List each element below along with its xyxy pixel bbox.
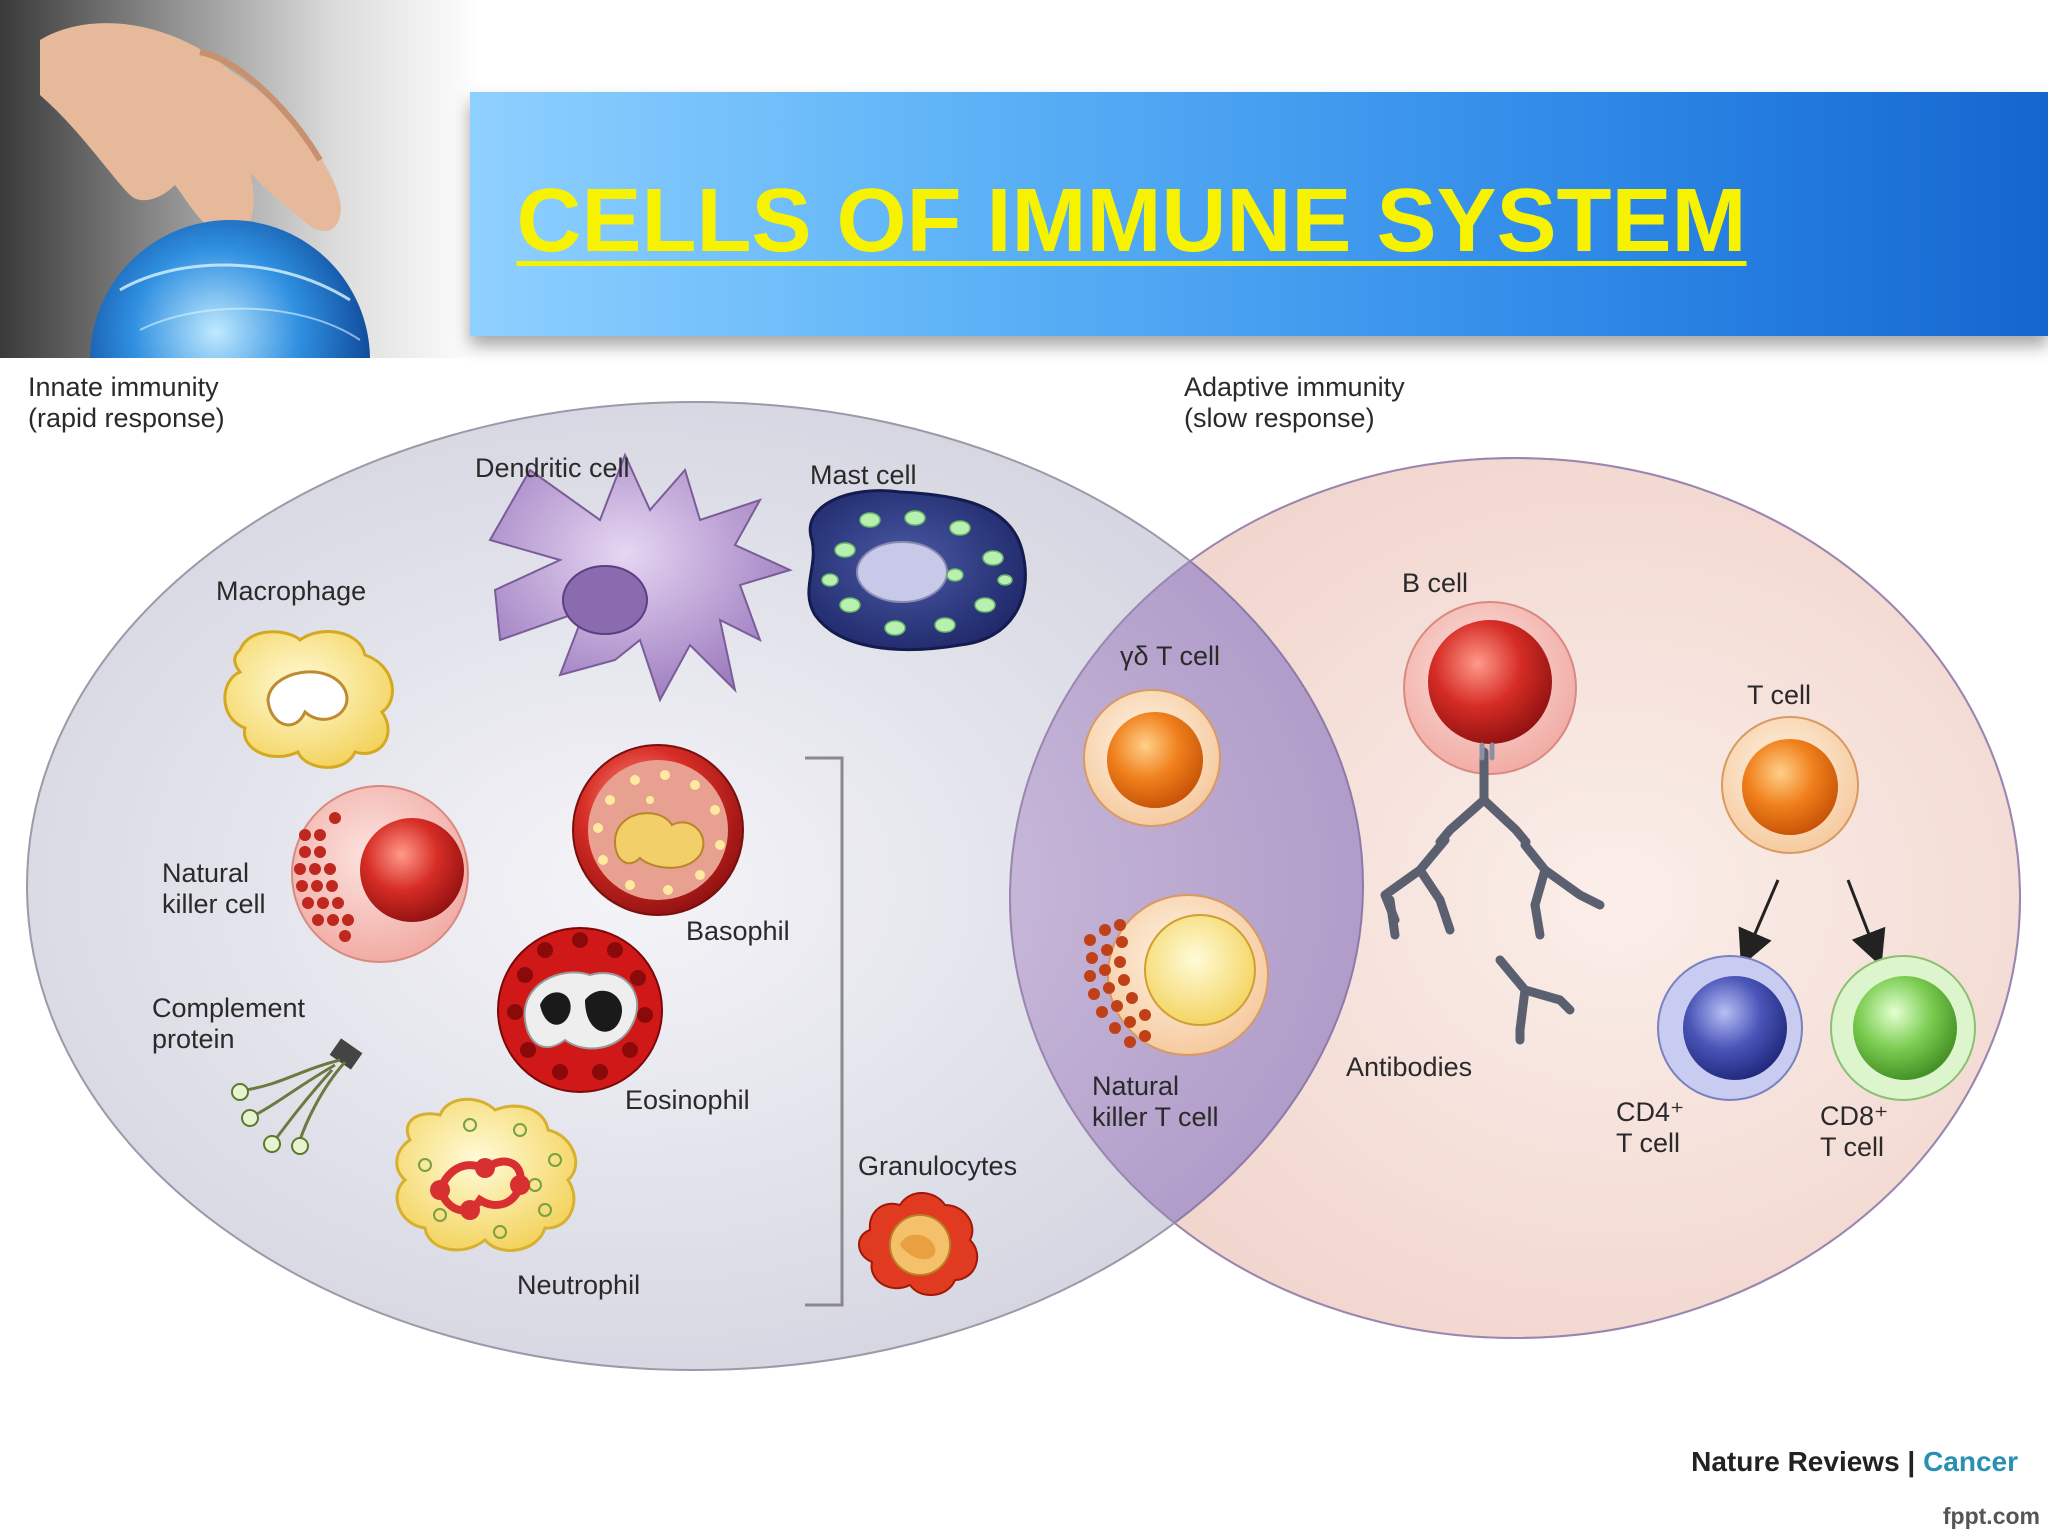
eosinophil-icon [497,927,663,1093]
mast-cell-label: Mast cell [810,460,917,490]
natural-killer-t-cell-icon [1084,894,1269,1056]
journal-section: Cancer [1923,1446,2018,1477]
basophil-icon [572,744,744,916]
dendritic-cell-icon [488,452,793,703]
macrophage-icon [223,630,394,769]
granulocytes-label: Granulocytes [858,1151,1018,1181]
t-cell-label: T cell [1747,680,1812,710]
basophil-label: Basophil [686,916,790,946]
cd8-t-cell-icon [1830,955,1976,1101]
journal-name: Nature Reviews [1691,1446,1900,1477]
b-cell-icon [1403,601,1577,775]
natural-killer-cell-icon [291,785,469,963]
innate-immunity-label: Innate immunity (rapid response) [28,372,225,433]
complement-protein-label: Complement protein [152,993,306,1054]
title-banner [470,92,2048,336]
neutrophil-label: Neutrophil [517,1270,641,1300]
gamma-delta-t-cell-label: γδ T cell [1120,641,1221,671]
source-credit: Nature Reviews | Cancer [1691,1446,2018,1478]
arrow-to-cd4 [1738,879,1780,967]
granulocytes-bracket [805,756,844,1307]
natural-killer-cell-label: Natural killer cell [162,858,266,919]
hand-globe-photo [0,0,480,358]
cd4-t-cell-icon [1657,955,1803,1101]
mast-cell-icon [807,489,1027,652]
cd8-t-cell-label: CD8⁺ T cell [1820,1101,1889,1162]
granulocyte-icon [858,1192,979,1297]
complement-protein-icon [231,1038,363,1155]
cd4-t-cell-label: CD4⁺ T cell [1616,1097,1685,1158]
neutrophil-icon [395,1097,578,1252]
eosinophil-label: Eosinophil [625,1085,750,1115]
macrophage-label: Macrophage [216,576,367,606]
dendritic-cell-label: Dendritic cell [475,453,630,483]
b-cell-label: B cell [1402,568,1469,598]
page-title: CELLS OF IMMUNE SYSTEM [516,171,1747,271]
antibodies-label: Antibodies [1346,1052,1473,1082]
footer-watermark: fppt.com [1942,1503,2040,1529]
natural-killer-t-cell-label: Natural killer T cell [1092,1071,1219,1132]
arrow-to-cd8 [1846,879,1886,967]
credit-separator: | [1899,1446,1924,1477]
t-cell-icon [1721,716,1859,854]
antibodies-icon [1380,742,1605,1045]
gamma-delta-t-cell-icon [1083,689,1221,827]
adaptive-immunity-label: Adaptive immunity (slow response) [1184,372,1405,433]
